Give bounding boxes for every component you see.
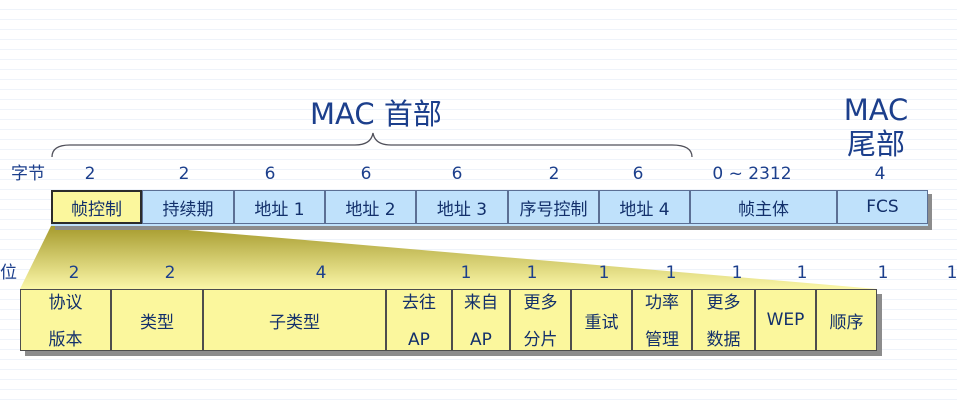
field-address-2: 地址 2 (325, 190, 416, 224)
field-type: 类型 (111, 289, 203, 351)
bit-label: 位 (0, 263, 17, 283)
field-line: 版本 (48, 330, 83, 350)
field-line: 数据 (706, 330, 741, 350)
field-line: 功率 (645, 293, 679, 313)
bit-count: 1 (598, 263, 610, 283)
byte-count: 0 ~ 2312 (712, 164, 792, 184)
bit-count: 1 (460, 263, 472, 283)
field-line: 分片 (523, 330, 558, 350)
field-protocol-version: 协议 版本 (20, 289, 111, 351)
bit-count: 1 (731, 263, 743, 283)
field-more-fragments: 更多 分片 (510, 289, 571, 351)
field-line: 更多 (523, 293, 558, 313)
field-duration: 持续期 (142, 190, 234, 224)
byte-label: 字节 (11, 164, 45, 184)
byte-count: 2 (84, 164, 96, 184)
byte-count: 6 (451, 164, 463, 184)
mac-trailer-title-line2: 尾部 (846, 127, 905, 161)
field-line: AP (408, 330, 430, 350)
bit-count: 1 (877, 263, 889, 283)
bit-count: 2 (164, 263, 176, 283)
field-line: 管理 (645, 330, 679, 350)
field-line: 来自 (464, 293, 498, 313)
field-to-ap: 去往 AP (386, 289, 452, 351)
bit-count: 1 (796, 263, 808, 283)
byte-count: 6 (360, 164, 372, 184)
field-address-4: 地址 4 (599, 190, 690, 224)
field-order: 顺序 (816, 289, 877, 351)
field-from-ap: 来自 AP (452, 289, 510, 351)
byte-count: 6 (264, 164, 276, 184)
field-line: 协议 (48, 293, 83, 313)
field-retry: 重试 (571, 289, 632, 351)
expansion-wedge (20, 226, 877, 289)
bit-count: 1 (946, 263, 957, 283)
byte-count: 2 (178, 164, 190, 184)
field-sequence-control: 序号控制 (508, 190, 599, 224)
mac-frame-row: 帧控制 持续期 地址 1 地址 2 地址 3 序号控制 地址 4 帧主体 FCS (51, 190, 928, 226)
byte-count: 4 (874, 164, 886, 184)
bit-count: 4 (315, 263, 327, 283)
field-frame-body: 帧主体 (690, 190, 837, 224)
field-subtype: 子类型 (203, 289, 386, 351)
field-frame-control: 帧控制 (51, 190, 142, 224)
field-address-3: 地址 3 (416, 190, 508, 224)
field-line: 去往 (402, 293, 436, 313)
field-line: 更多 (706, 293, 741, 313)
mac-trailer-title-line1: MAC (843, 93, 909, 127)
field-more-data: 更多 数据 (692, 289, 755, 351)
mac-header-brace (51, 132, 693, 158)
bit-count: 1 (665, 263, 677, 283)
frame-control-row: 协议 版本 类型 子类型 去往 AP 来自 AP 更多 分片 重试 功率 管理 … (20, 289, 877, 351)
field-wep: WEP (755, 289, 816, 351)
mac-header-title: MAC 首部 (310, 97, 442, 131)
byte-count: 6 (632, 164, 644, 184)
byte-count: 2 (548, 164, 560, 184)
bit-count: 1 (526, 263, 538, 283)
field-address-1: 地址 1 (234, 190, 325, 224)
field-fcs: FCS (837, 190, 928, 224)
bit-count: 2 (68, 263, 80, 283)
field-power-management: 功率 管理 (632, 289, 692, 351)
field-line: AP (470, 330, 492, 350)
mac-trailer-title: MAC 尾部 (836, 93, 916, 161)
